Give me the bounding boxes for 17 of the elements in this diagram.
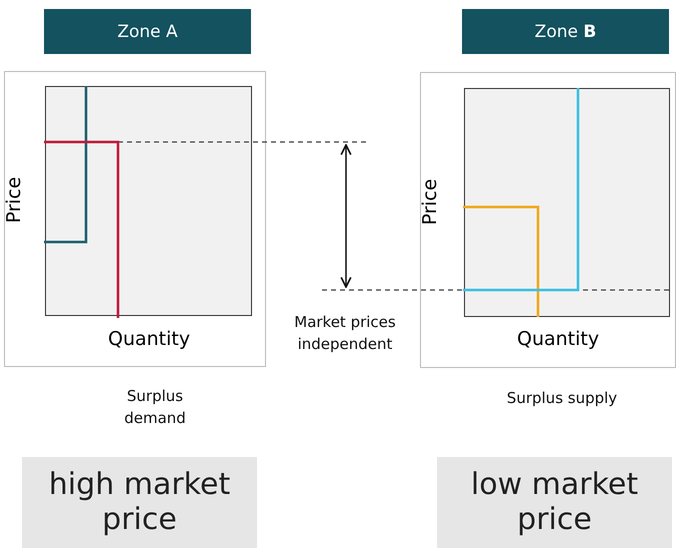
price-box — [437, 457, 672, 548]
annotation-text: Market prices independent — [293, 312, 397, 355]
axis-label: Price — [3, 176, 26, 224]
zone-title: Zone B — [534, 22, 596, 42]
zone-header — [462, 9, 669, 54]
axis-label: Price — [419, 178, 442, 225]
price-text: high market price — [48, 468, 232, 537]
price-box — [22, 457, 257, 548]
axis-label: Quantity — [517, 328, 600, 350]
annotation-text: Surplus supply — [506, 388, 618, 409]
chart-panel — [420, 72, 676, 368]
zone-header — [44, 9, 251, 54]
axis-label: Quantity — [108, 328, 190, 350]
annotation-text: Surplus demand — [123, 386, 187, 429]
chart-panel — [4, 71, 266, 367]
price-text: low market price — [470, 468, 640, 537]
zone-title: Zone A — [117, 22, 178, 42]
